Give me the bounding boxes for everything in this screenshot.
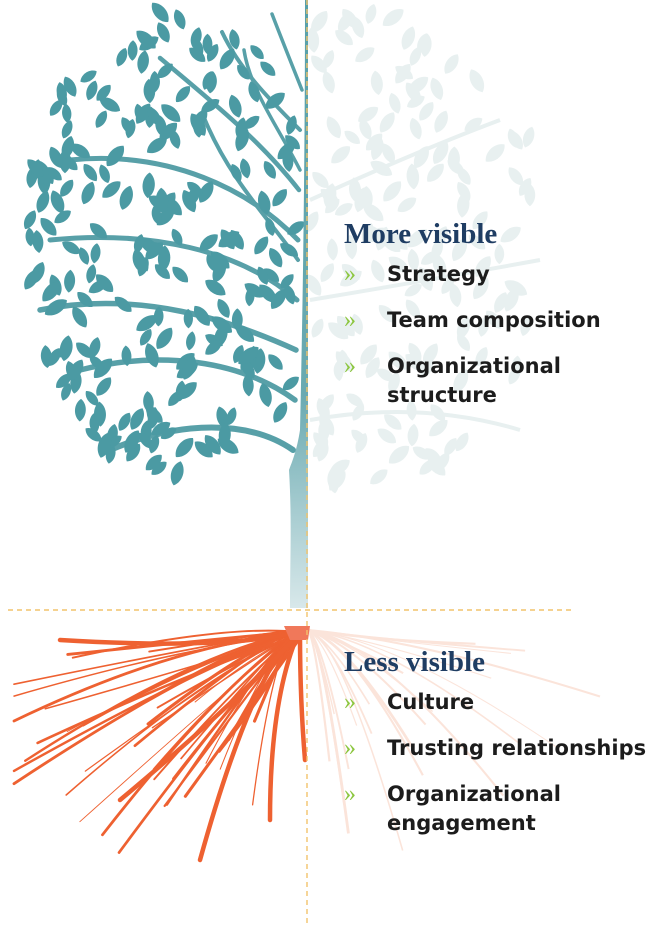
less-visible-list: » Culture » Trusting relationships » Org… [344, 688, 646, 838]
item-label: Team composition [387, 308, 601, 332]
double-chevron-icon: » [344, 307, 356, 333]
double-chevron-icon: » [344, 689, 356, 715]
list-item-organizational-structure: » Organizational structure [344, 352, 646, 410]
faded-roots-right [306, 628, 601, 851]
double-chevron-icon: » [344, 353, 356, 379]
list-item-culture: » Culture [344, 688, 646, 717]
less-visible-heading: Less visible [344, 646, 485, 678]
item-label: Culture [387, 690, 475, 714]
root-base [284, 626, 310, 640]
more-visible-heading: More visible [344, 218, 498, 250]
item-label: Strategy [387, 262, 490, 286]
double-chevron-icon: » [344, 781, 356, 807]
item-label: Organizational structure [387, 354, 561, 407]
list-item-strategy: » Strategy [344, 260, 646, 289]
item-label: Organizational engagement [387, 782, 561, 835]
list-item-organizational-engagement: » Organizational engagement [344, 780, 646, 838]
less-visible-section: Less visible » Culture » Trusting relati… [344, 644, 646, 855]
list-item-trusting-relationships: » Trusting relationships [344, 734, 646, 763]
item-label: Trusting relationships [387, 736, 646, 760]
tree-roots [12, 626, 308, 863]
more-visible-list: » Strategy » Team composition » Organiza… [344, 260, 646, 410]
tree-trunk [289, 0, 308, 608]
double-chevron-icon: » [344, 735, 356, 761]
tree-leaves [23, 2, 305, 486]
faded-canopy-right [304, 4, 541, 494]
list-item-team-composition: » Team composition [344, 306, 646, 335]
more-visible-section: More visible » Strategy » Team compositi… [344, 216, 646, 427]
double-chevron-icon: » [344, 261, 356, 287]
